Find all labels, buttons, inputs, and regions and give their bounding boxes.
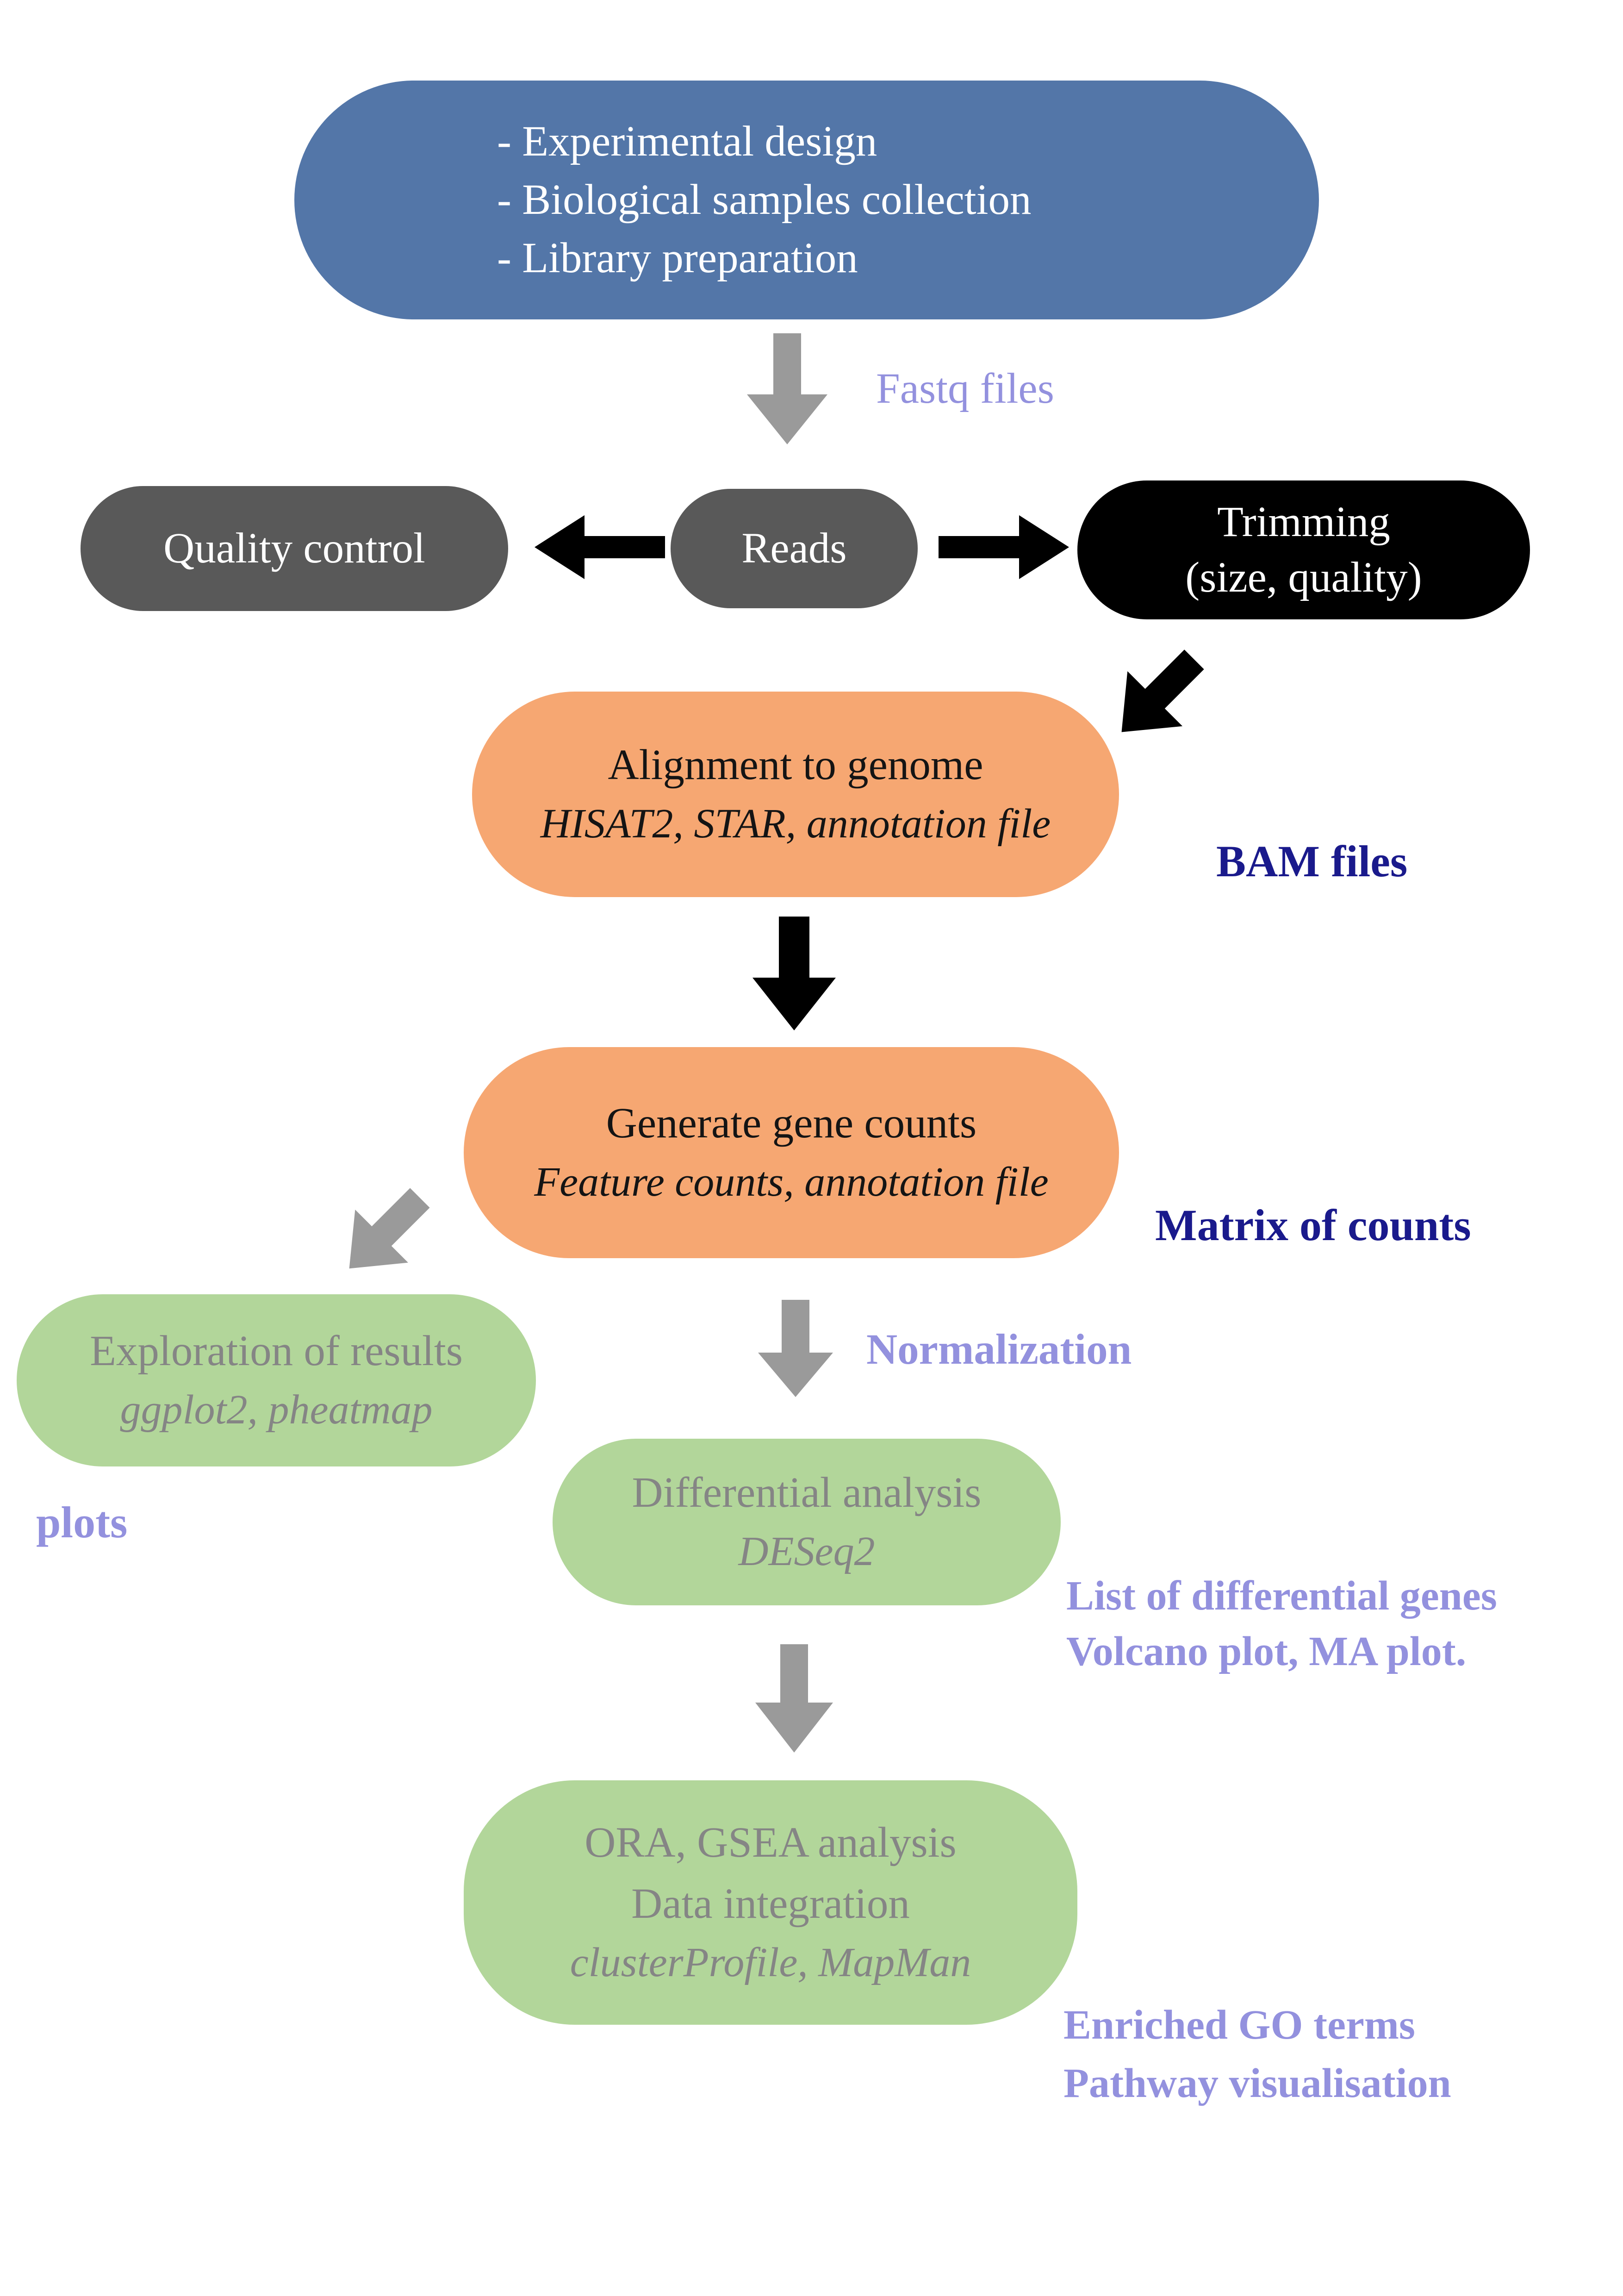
node-trimming: Trimming (size, quality) <box>1077 480 1530 619</box>
exploration-title: Exploration of results <box>90 1326 463 1375</box>
differential-outputs-label: List of differential genes Volcano plot,… <box>1066 1569 1497 1680</box>
normalization-label: Normalization <box>866 1325 1132 1373</box>
fastq-files-label: Fastq files <box>876 364 1054 412</box>
differential-tools: DESeq2 <box>738 1529 875 1575</box>
reads-label: Reads <box>741 524 847 572</box>
node-enrichment-analysis: ORA, GSEA analysis Data integration clus… <box>464 1780 1077 2025</box>
enrichment-outputs-line-1: Enriched GO terms <box>1063 2003 1415 2048</box>
enrichment-tools: clusterProfile, MapMan <box>570 1940 971 1986</box>
exploration-tools: ggplot2, pheatmap <box>120 1387 433 1433</box>
node-gene-counts: Generate gene counts Feature counts, ann… <box>464 1047 1119 1258</box>
enrichment-outputs-line-2: Pathway visualisation <box>1063 2061 1451 2107</box>
differential-title: Differential analysis <box>632 1468 982 1516</box>
enrichment-line-2: Data integration <box>631 1879 910 1928</box>
alignment-tools: HISAT2, STAR, annotation file <box>540 801 1051 847</box>
arrow-alignment-to-counts-icon <box>752 917 836 1030</box>
arrow-reads-to-quality-control-icon <box>535 515 665 579</box>
enrichment-outputs-label: Enriched GO terms Pathway visualisation <box>1063 1997 1451 2114</box>
plots-label: plots <box>36 1497 128 1547</box>
differential-outputs-line-1: List of differential genes <box>1066 1573 1497 1619</box>
alignment-title: Alignment to genome <box>608 740 983 789</box>
arrow-trimming-to-alignment-icon <box>1121 649 1204 732</box>
matrix-of-counts-label: Matrix of counts <box>1155 1200 1471 1250</box>
node-exploration: Exploration of results ggplot2, pheatmap <box>17 1294 536 1466</box>
arrow-counts-to-differential-icon <box>758 1300 833 1397</box>
node-alignment: Alignment to genome HISAT2, STAR, annota… <box>472 692 1119 897</box>
node-sample-prep: - Experimental design - Biological sampl… <box>294 81 1319 319</box>
arrow-prep-to-reads-icon <box>747 333 827 444</box>
arrow-counts-to-exploration-icon <box>349 1188 430 1269</box>
prep-line-1: - Experimental design <box>497 117 877 165</box>
differential-outputs-line-2: Volcano plot, MA plot. <box>1066 1629 1467 1675</box>
node-quality-control: Quality control <box>81 486 508 611</box>
gene-counts-title: Generate gene counts <box>606 1098 977 1147</box>
trimming-line-2: (size, quality) <box>1185 553 1422 601</box>
arrow-differential-to-enrichment-icon <box>755 1644 833 1753</box>
gene-counts-tools: Feature counts, annotation file <box>534 1160 1049 1205</box>
node-differential-analysis: Differential analysis DESeq2 <box>553 1439 1061 1605</box>
trimming-line-1: Trimming <box>1217 497 1390 546</box>
enrichment-line-1: ORA, GSEA analysis <box>585 1818 957 1866</box>
node-reads: Reads <box>671 489 918 608</box>
bam-files-label: BAM files <box>1216 836 1408 886</box>
prep-line-2: - Biological samples collection <box>497 175 1032 224</box>
arrow-reads-to-trimming-icon <box>939 515 1069 579</box>
quality-control-label: Quality control <box>163 524 425 572</box>
prep-line-3: - Library preparation <box>497 233 858 282</box>
